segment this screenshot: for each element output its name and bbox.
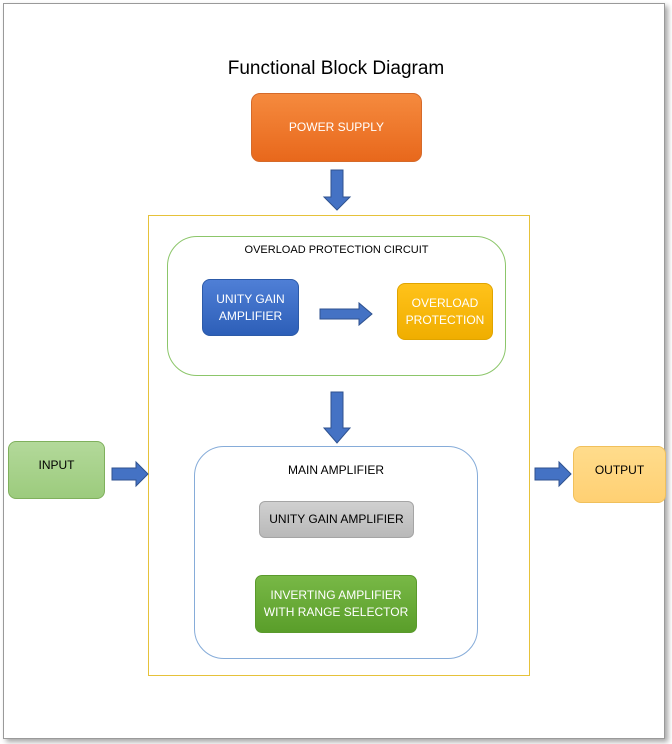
inverting-amplifier-block: INVERTING AMPLIFIER WITH RANGE SELECTOR xyxy=(255,575,417,633)
arrow-unity-to-overload xyxy=(319,301,373,327)
unity-gain-amplifier-block: UNITY GAIN AMPLIFIER xyxy=(202,279,299,336)
output-block: OUTPUT xyxy=(573,446,666,503)
main-amplifier-group xyxy=(194,446,478,659)
main-unity-gain-amplifier-block: UNITY GAIN AMPLIFIER xyxy=(259,501,414,538)
overload-protection-block: OVERLOAD PROTECTION xyxy=(397,283,493,340)
input-block: INPUT xyxy=(8,441,105,499)
overload-protection-circuit-label: OVERLOAD PROTECTION CIRCUIT xyxy=(244,244,429,256)
arrow-input-to-system xyxy=(111,460,149,488)
system-boundary xyxy=(148,215,530,676)
arrow-power-to-circuit xyxy=(322,169,352,211)
power-supply-block: POWER SUPPLY xyxy=(251,93,422,162)
overload-protection-circuit-group xyxy=(167,236,506,376)
main-amplifier-label: MAIN AMPLIFIER xyxy=(287,463,385,477)
arrow-circuit-to-main xyxy=(322,391,352,444)
diagram-title: Functional Block Diagram xyxy=(227,58,445,79)
arrow-system-to-output xyxy=(534,460,572,488)
